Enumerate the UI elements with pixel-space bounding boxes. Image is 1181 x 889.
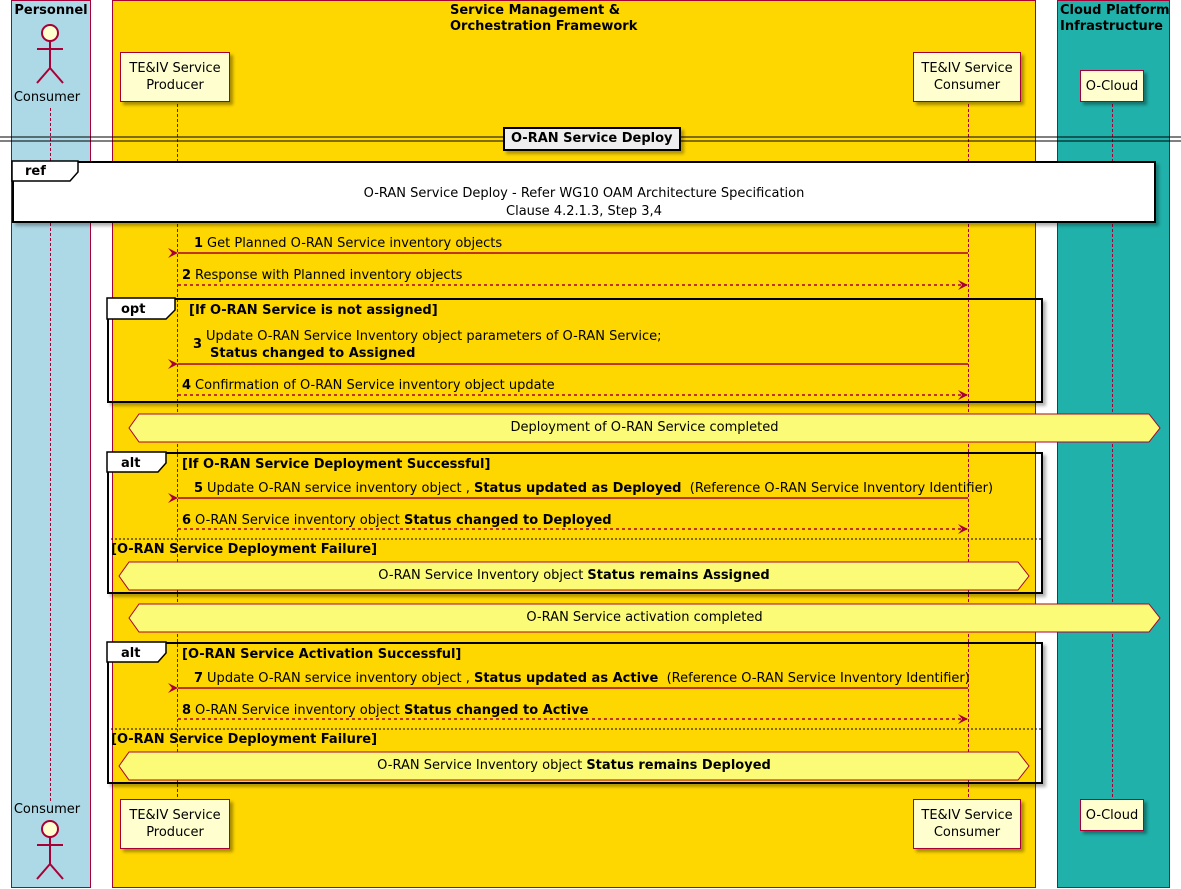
group-cloud [1057, 0, 1170, 888]
participant-producer-top: TE&IV Service Producer [120, 52, 230, 102]
msg-5-text-bold: Status updated as Deployed [473, 481, 682, 496]
alt2-frame [107, 642, 1043, 784]
ref-tag: ref [25, 164, 46, 179]
opt-guard: [If O-RAN Service is not assigned] [189, 303, 438, 318]
opt-frame [107, 298, 1043, 403]
msg-6-text-pre: O-RAN Service inventory object [195, 513, 404, 528]
group-cloud-title: Cloud Platform Infrastructure [1060, 3, 1170, 34]
lifeline-te-consumer [968, 104, 969, 797]
alt1-frame [107, 452, 1043, 594]
participant-ocloud-top: O-Cloud [1080, 70, 1144, 102]
alt1-else-guard: [O-RAN Service Deployment Failure] [111, 542, 378, 557]
msg-3-text-line1: Update O-RAN Service Inventory object pa… [206, 329, 662, 344]
alt1-tag: alt [121, 456, 141, 471]
alt2-tag: alt [121, 646, 141, 661]
alt1-note: O-RAN Service Inventory object Status re… [119, 568, 1029, 583]
alt2-note: O-RAN Service Inventory object Status re… [119, 758, 1029, 773]
msg-8-text-pre: O-RAN Service inventory object [195, 703, 404, 718]
msg-3-number: 3 [193, 337, 203, 352]
section-divider-title: O-RAN Service Deploy [503, 127, 681, 151]
participant-ocloud-bottom: O-Cloud [1080, 799, 1144, 831]
msg-7-text-post: (Reference O-RAN Service Inventory Ident… [658, 671, 970, 686]
actor-consumer-bottom-label: Consumer [13, 802, 81, 817]
alt1-note-pre: O-RAN Service Inventory object [378, 568, 588, 583]
hex-deployment-completed: Deployment of O-RAN Service completed [510, 420, 779, 435]
msg-1-number: 1 [194, 236, 204, 251]
participant-te-consumer-top: TE&IV Service Consumer [913, 52, 1021, 102]
alt2-guard: [O-RAN Service Activation Successful] [182, 647, 462, 662]
msg-4-number: 4 [182, 378, 192, 393]
group-personnel [11, 0, 91, 888]
msg-1-text: Get Planned O-RAN Service inventory obje… [207, 236, 503, 251]
lifeline-ocloud [1112, 104, 1113, 797]
alt2-else-guard: [O-RAN Service Deployment Failure] [111, 732, 378, 747]
msg-8-text-bold: Status changed to Active [403, 703, 589, 718]
participant-producer-bottom: TE&IV Service Producer [120, 799, 230, 849]
msg-5-text-post: (Reference O-RAN Service Inventory Ident… [681, 481, 994, 496]
msg-3-text-line2: Status changed to Assigned [210, 346, 416, 361]
lifeline-consumer [50, 108, 51, 801]
msg-7-text-pre: Update O-RAN service inventory object , [207, 671, 474, 686]
alt1-note-bold: Status remains Assigned [587, 568, 770, 583]
alt2-note-pre: O-RAN Service Inventory object [377, 758, 587, 773]
msg-7-text-bold: Status updated as Active [473, 671, 659, 686]
actor-consumer-top-label: Consumer [13, 90, 81, 105]
msg-2-text: Response with Planned inventory objects [195, 268, 463, 283]
msg-6-number: 6 [182, 513, 192, 528]
ref-line2: Clause 4.2.1.3, Step 3,4 [506, 204, 662, 219]
group-personnel-title: Personnel [14, 3, 88, 18]
msg-7-number: 7 [194, 671, 204, 686]
opt-tag: opt [121, 302, 146, 317]
ref-line1: O-RAN Service Deploy - Refer WG10 OAM Ar… [363, 186, 805, 201]
msg-5-number: 5 [194, 481, 204, 496]
msg-6-text-bold: Status changed to Deployed [403, 513, 612, 528]
alt2-note-bold: Status remains Deployed [586, 758, 771, 773]
ref-frame [12, 161, 1156, 223]
msg-4-text: Confirmation of O-RAN Service inventory … [195, 378, 555, 393]
lifeline-producer [177, 104, 178, 797]
group-smo-title: Service Management & Orchestration Frame… [450, 3, 638, 34]
hex-activation-completed: O-RAN Service activation completed [526, 610, 763, 625]
msg-5-text-pre: Update O-RAN service inventory object , [207, 481, 474, 496]
msg-2-number: 2 [182, 268, 192, 283]
participant-te-consumer-bottom: TE&IV Service Consumer [913, 799, 1021, 849]
alt1-guard: [If O-RAN Service Deployment Successful] [182, 457, 491, 472]
msg-8-number: 8 [182, 703, 192, 718]
